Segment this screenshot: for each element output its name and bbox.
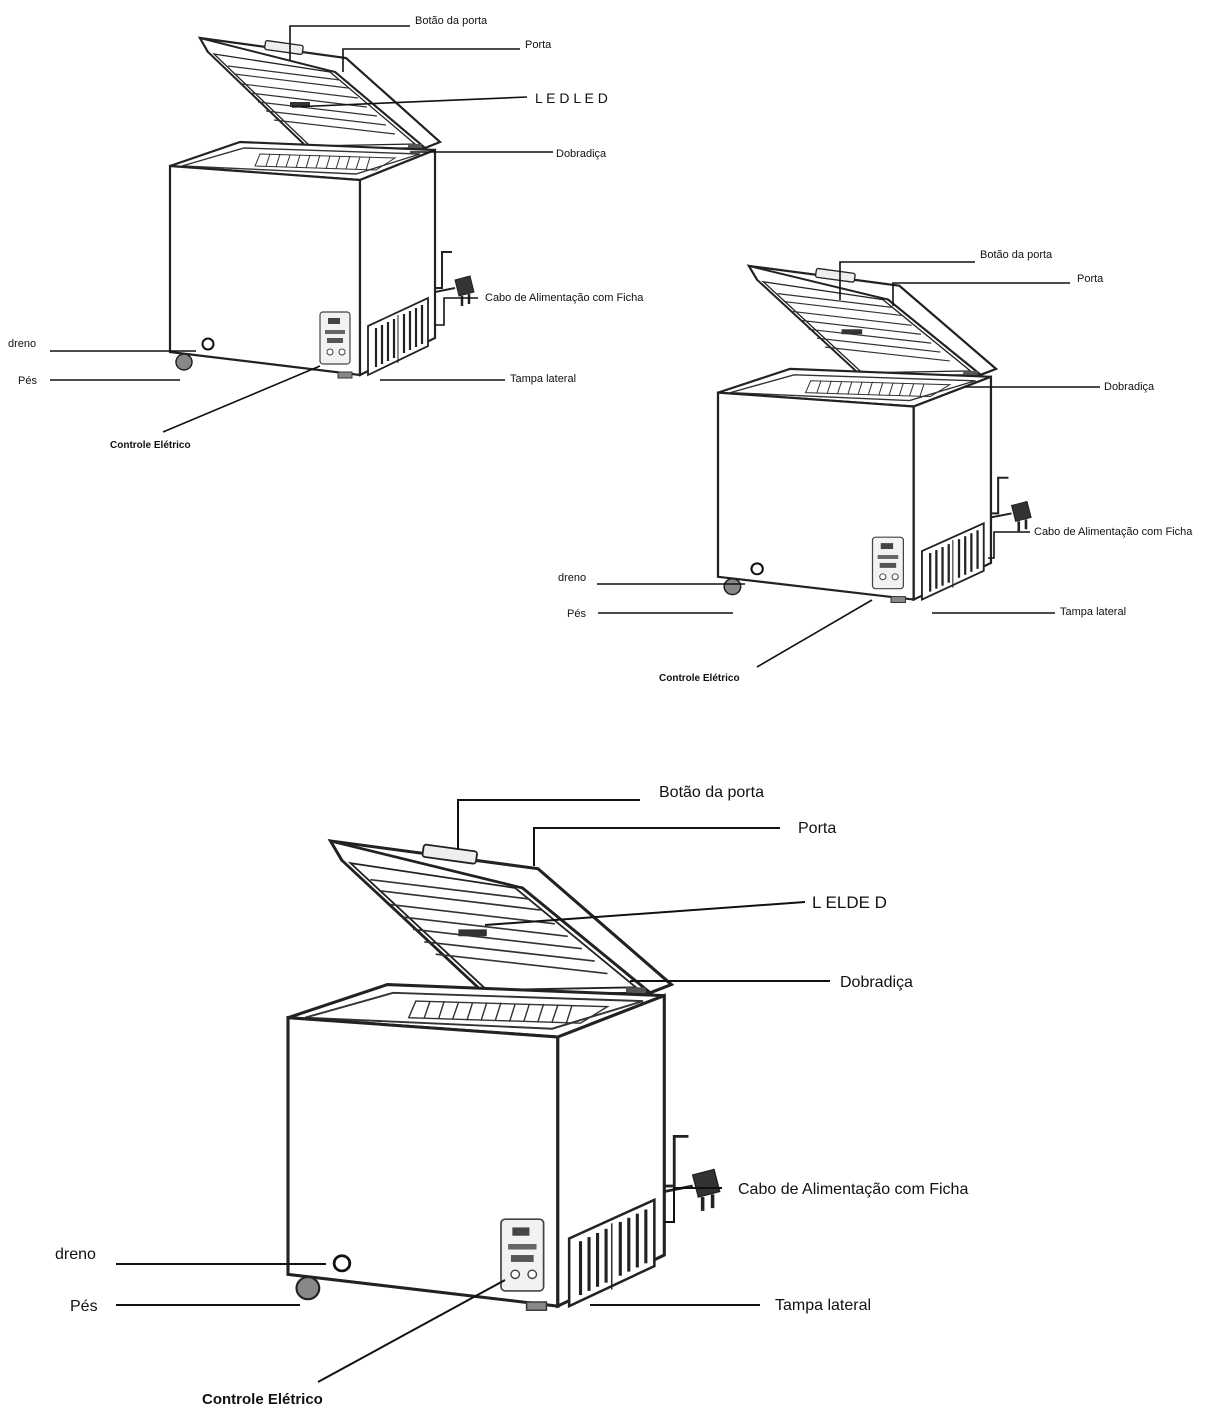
label-cabo-2: Cabo de Alimentação com Ficha (1034, 526, 1193, 538)
diagram-2: Botão da porta Porta Dobradiça Cabo de A… (558, 249, 1193, 684)
label-tampa-lateral-2: Tampa lateral (1060, 606, 1126, 618)
label-dreno-3: dreno (55, 1246, 96, 1263)
diagram-3: Botão da porta Porta L ELDE D Dobradiça … (55, 784, 968, 1408)
label-botao-da-porta: Botão da porta (415, 15, 488, 27)
label-botao-da-porta-2: Botão da porta (980, 249, 1053, 261)
label-porta-2: Porta (1077, 273, 1104, 285)
label-controle-eletrico-2: Controle Elétrico (659, 673, 740, 684)
label-dreno: dreno (8, 338, 36, 350)
callout-lines-2 (597, 261, 1100, 668)
freezer-illustration-1 (168, 36, 476, 380)
label-tampa-lateral: Tampa lateral (510, 373, 576, 385)
callout-lines-3 (116, 799, 830, 1383)
label-dreno-2: dreno (558, 572, 586, 584)
diagram-1: Botão da porta Porta L E D L E D Dobradi… (8, 15, 644, 451)
label-dobradica: Dobradiça (556, 148, 607, 160)
freezer-illustration-2 (716, 264, 1033, 604)
label-dobradica-2: Dobradiça (1104, 381, 1155, 393)
label-pes-2: Pés (567, 608, 586, 620)
label-led: L E D L E D (535, 90, 608, 106)
label-led-3: L ELDE D (812, 893, 887, 912)
label-pes: Pés (18, 375, 37, 387)
label-porta-3: Porta (798, 820, 836, 837)
label-porta: Porta (525, 39, 552, 51)
callout-lines-1 (50, 25, 553, 433)
label-dobradica-3: Dobradiça (840, 974, 913, 991)
label-pes-3: Pés (70, 1298, 98, 1315)
label-cabo: Cabo de Alimentação com Ficha (485, 292, 644, 304)
label-controle-eletrico: Controle Elétrico (110, 440, 191, 451)
label-botao-da-porta-3: Botão da porta (659, 784, 764, 801)
label-controle-eletrico-3: Controle Elétrico (202, 1391, 323, 1408)
label-cabo-3: Cabo de Alimentação com Ficha (738, 1181, 968, 1198)
label-tampa-lateral-3: Tampa lateral (775, 1297, 871, 1314)
freezer-illustration-3 (286, 839, 722, 1313)
